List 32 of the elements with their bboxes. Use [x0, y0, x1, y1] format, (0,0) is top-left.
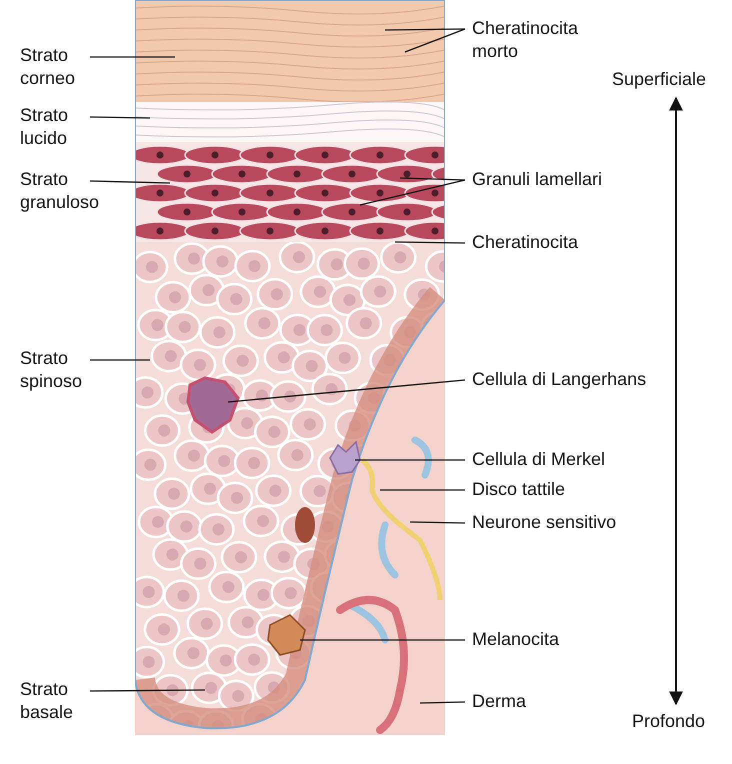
leader-line [385, 28, 465, 31]
leader-line [380, 489, 465, 491]
part-label: Cellula di Langerhans [472, 368, 652, 391]
leader-line [90, 180, 170, 184]
part-label: Cheratinocita morto [472, 17, 622, 63]
leader-line [420, 701, 466, 704]
leader-line [90, 689, 205, 692]
leader-line [400, 177, 466, 181]
leader-line [228, 379, 466, 403]
part-label: Granuli lamellari [472, 168, 632, 191]
direction-label: Superficiale [612, 68, 706, 91]
part-label: Melanocita [472, 628, 612, 651]
part-label: Neurone sensitivo [472, 511, 652, 534]
part-label: Cellula di Merkel [472, 448, 652, 471]
leader-line [404, 28, 466, 53]
leader-line [300, 639, 465, 641]
leader-line [360, 179, 466, 206]
part-label: Strato lucido [20, 104, 90, 150]
part-label: Strato corneo [20, 44, 90, 90]
leader-line [90, 56, 175, 58]
leader-line [395, 241, 465, 244]
leader-line [90, 359, 150, 361]
direction-label: Profondo [632, 710, 706, 733]
part-label: Strato granuloso [20, 168, 130, 214]
part-label: Disco tattile [472, 478, 612, 501]
part-label: Strato spinoso [20, 347, 100, 393]
part-label: Derma [472, 690, 572, 713]
leader-line [410, 521, 466, 524]
part-label: Strato basale [20, 678, 100, 724]
part-label: Cheratinocita [472, 231, 612, 254]
leader-line [355, 459, 465, 461]
leader-line [90, 116, 150, 119]
